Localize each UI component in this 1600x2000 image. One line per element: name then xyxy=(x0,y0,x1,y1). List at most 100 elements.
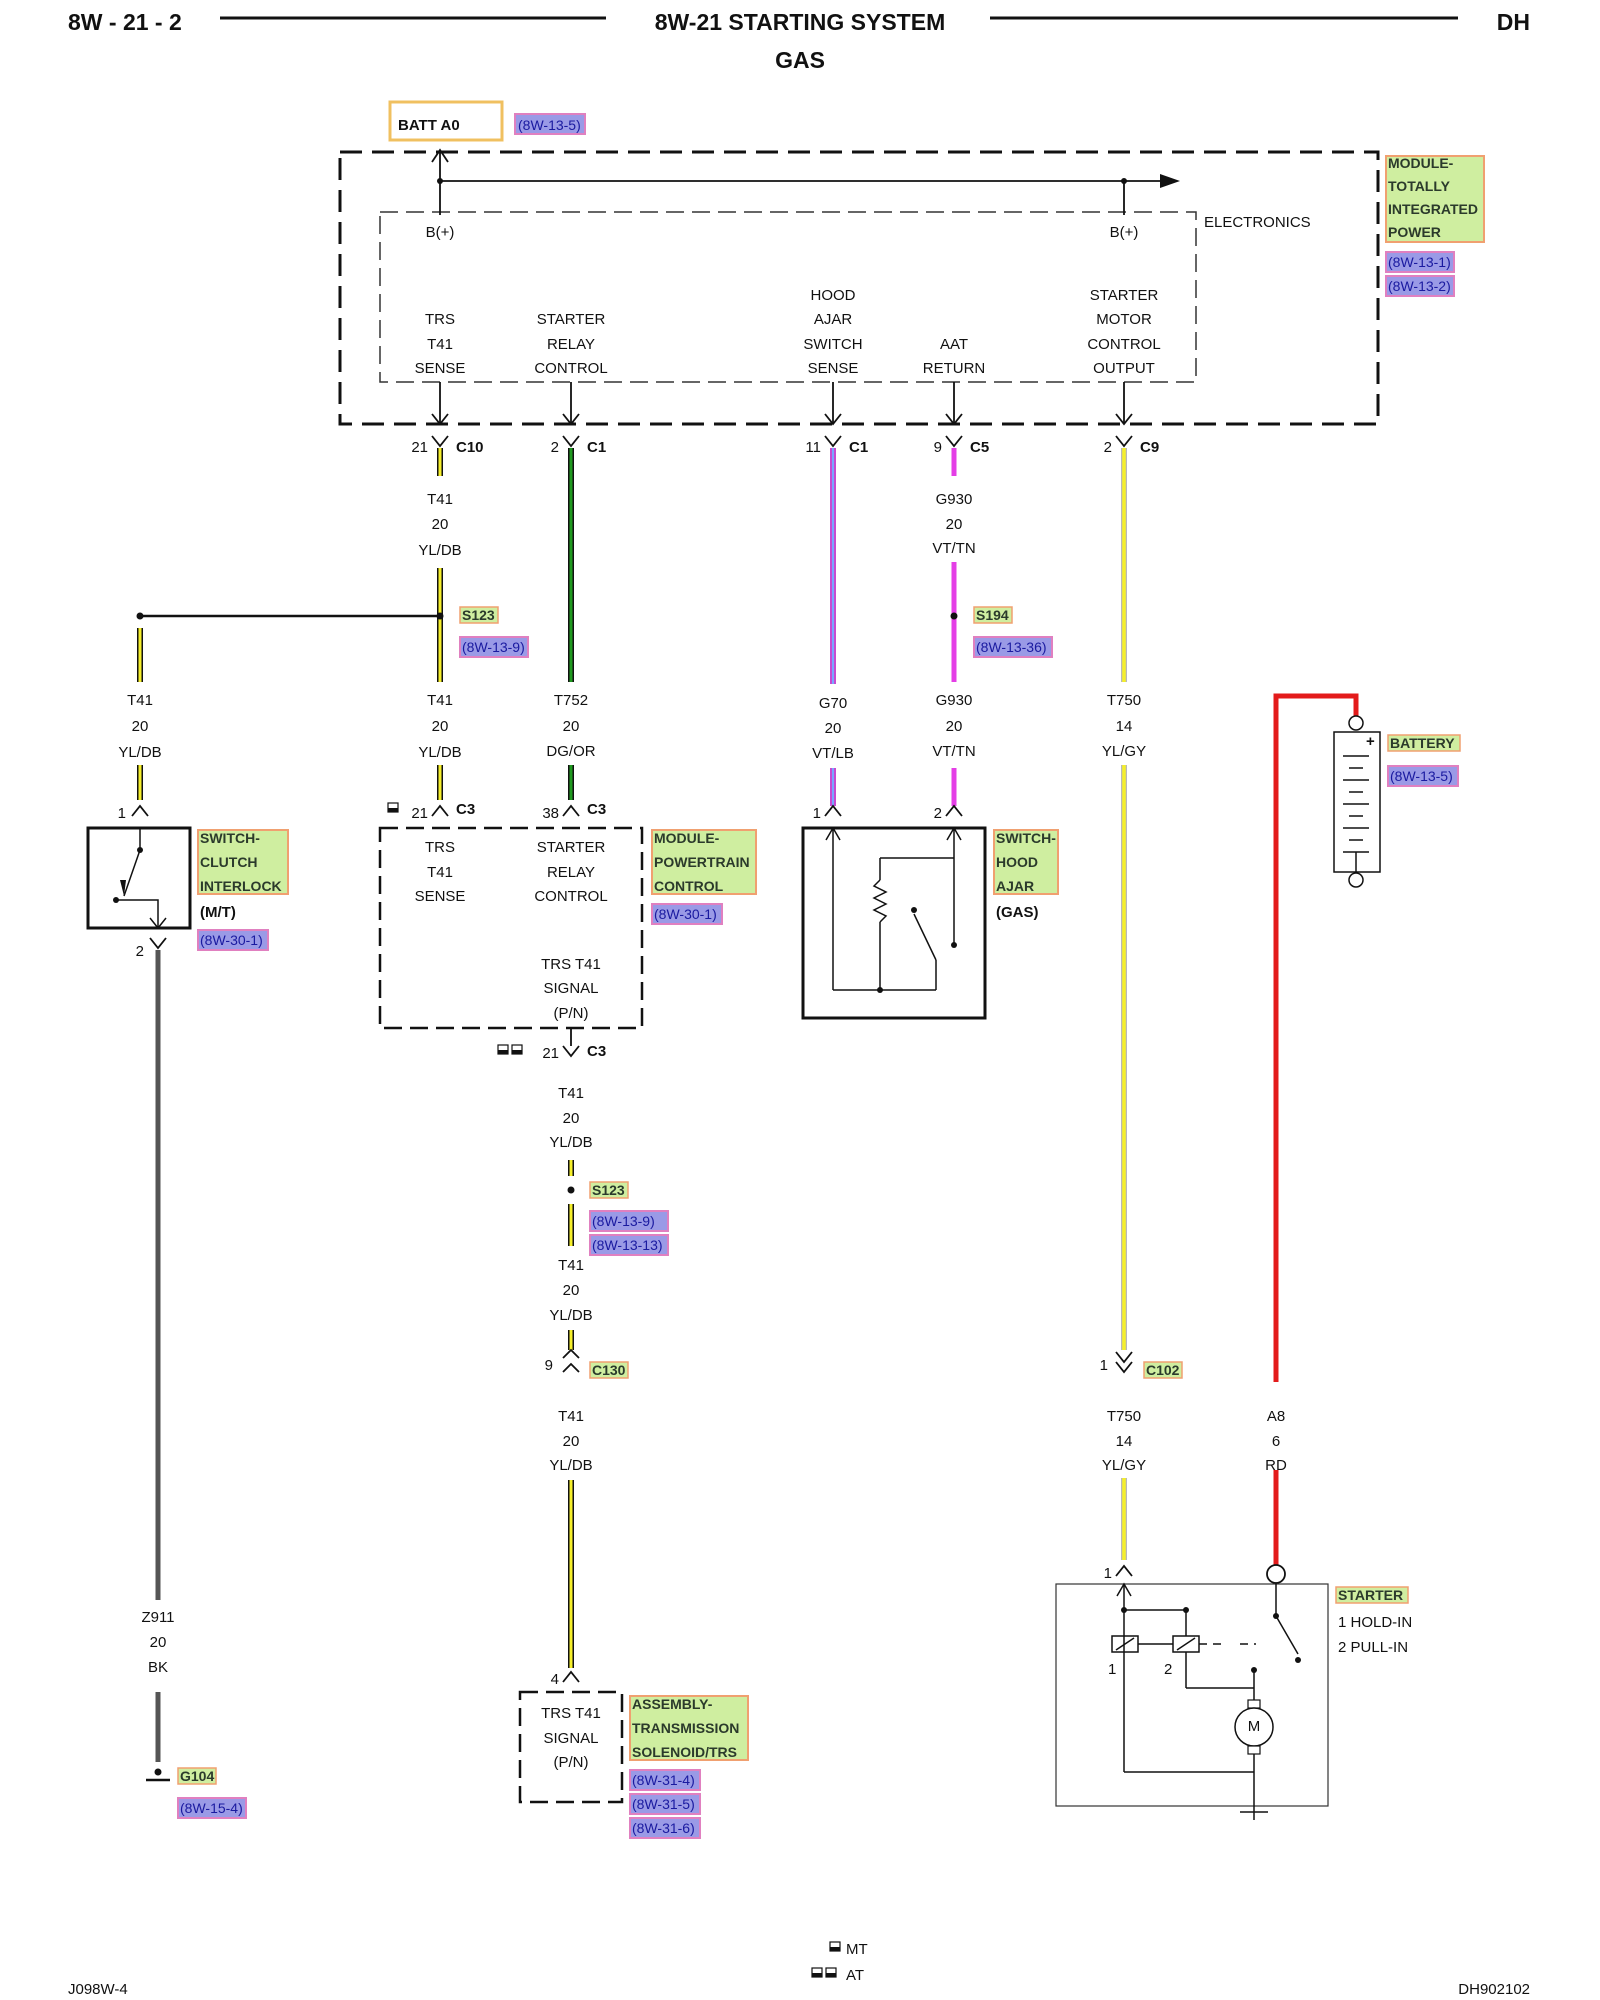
pcm-name-box xyxy=(651,829,757,895)
pcm-ref-box[interactable] xyxy=(651,903,723,925)
t41-c130-bot-gauge: 20 xyxy=(563,1433,580,1450)
pcm-out-glyph xyxy=(562,1045,580,1058)
clutch-ref-box[interactable] xyxy=(197,929,269,951)
trs-l1: TRS T41 xyxy=(541,1705,601,1722)
g70-circuit: G70 xyxy=(819,695,847,712)
pcm-out-l2: SIGNAL xyxy=(543,980,598,997)
conn-c9: C9 xyxy=(1140,439,1159,456)
battery-plus: + xyxy=(1366,733,1375,750)
footer-right-code: DH902102 xyxy=(1458,1981,1530,1998)
ground-ref-box[interactable] xyxy=(177,1797,247,1819)
tipm-ref-2-box[interactable] xyxy=(1385,275,1455,297)
tipm-name-1: MODULE- xyxy=(1388,155,1454,171)
trs-ref3[interactable]: (8W-31-6) xyxy=(632,1820,695,1836)
batt-a0-label: BATT A0 xyxy=(398,117,460,134)
a8-gauge: 6 xyxy=(1272,1433,1280,1450)
electronics-label: ELECTRONICS xyxy=(1204,214,1311,231)
pin-hood-l4: SENSE xyxy=(808,360,859,377)
clutch-switch-bot-arrow xyxy=(149,917,167,930)
s123-top-ref[interactable]: (8W-13-9) xyxy=(462,639,525,655)
pin-src-l1: STARTER xyxy=(537,311,606,328)
s194-node xyxy=(950,612,958,620)
s123-bot-node xyxy=(567,1186,575,1194)
g930-top-color: VT/TN xyxy=(932,540,975,557)
clutch-variant: (M/T) xyxy=(200,904,236,921)
bplus-left-node xyxy=(437,178,443,184)
pcm-in1-conn: C3 xyxy=(456,801,475,818)
s123-bot-ref2-box[interactable] xyxy=(589,1234,669,1256)
clutch-switch-arrow xyxy=(120,880,126,896)
s123-bot-box xyxy=(589,1181,629,1199)
t41-top-gauge: 20 xyxy=(432,516,449,533)
trs-ref2-box[interactable] xyxy=(629,1793,701,1815)
clutch-ref[interactable]: (8W-30-1) xyxy=(200,932,263,948)
t41-c130-top-color: YL/DB xyxy=(549,1307,592,1324)
t41-c130-bot-circuit: T41 xyxy=(558,1408,584,1425)
clutch-name-box xyxy=(197,829,289,895)
clutch-name-1: SWITCH- xyxy=(200,830,260,846)
ground-ref[interactable]: (8W-15-4) xyxy=(180,1800,243,1816)
battery-ref-box[interactable] xyxy=(1387,765,1459,787)
clutch-name-2: CLUTCH xyxy=(200,854,258,870)
pin-trs-l2: T41 xyxy=(427,336,453,353)
t41-c130-top-circuit: T41 xyxy=(558,1257,584,1274)
pcm-in2-l1: STARTER xyxy=(537,839,606,856)
legend-at: AT xyxy=(846,1967,864,1984)
s123-bot-ref2[interactable]: (8W-13-13) xyxy=(592,1237,663,1253)
pin-src-l3: CONTROL xyxy=(534,360,607,377)
t41-clutch-gauge: 20 xyxy=(132,718,149,735)
hood-pin1: 1 xyxy=(813,805,821,822)
t41-pcm-circuit: T41 xyxy=(427,692,453,709)
tipm-outline xyxy=(338,150,1380,426)
s123-top-ref-box[interactable] xyxy=(459,636,529,658)
starter-contact-a xyxy=(1273,1613,1279,1619)
trs-ref2[interactable]: (8W-31-5) xyxy=(632,1796,695,1812)
pcm-name-1: MODULE- xyxy=(654,830,720,846)
trs-ref1-box[interactable] xyxy=(629,1769,701,1791)
c102-box xyxy=(1143,1361,1183,1379)
c130-glyph-top xyxy=(562,1348,580,1359)
battery-ref[interactable]: (8W-13-5) xyxy=(1390,768,1453,784)
z911-gauge: 20 xyxy=(150,1634,167,1651)
tipm-ref-2[interactable]: (8W-13-2) xyxy=(1388,278,1451,294)
pcm-outline xyxy=(378,826,644,1030)
pin-aat-l1: AAT xyxy=(940,336,968,353)
tipm-ref-1[interactable]: (8W-13-1) xyxy=(1388,254,1451,270)
s194-ref[interactable]: (8W-13-36) xyxy=(976,639,1047,655)
conn-c5: C5 xyxy=(970,439,989,456)
s194-name: S194 xyxy=(976,607,1009,623)
tipm-ref-1-box[interactable] xyxy=(1385,251,1455,273)
motor-brush-top xyxy=(1247,1699,1261,1709)
starter-coil2-label: 2 xyxy=(1164,1661,1172,1678)
pcm-out-l3: (P/N) xyxy=(554,1005,589,1022)
c102-name: C102 xyxy=(1146,1362,1180,1378)
g70-color: VT/LB xyxy=(812,745,854,762)
s123-bot-ref1[interactable]: (8W-13-9) xyxy=(592,1213,655,1229)
starter-coil1-label: 1 xyxy=(1108,1661,1116,1678)
t750-top-color: YL/GY xyxy=(1102,743,1146,760)
hood-pin1-glyph xyxy=(824,804,842,817)
bplus-left-arrow xyxy=(431,148,449,163)
pcm-in1-l3: SENSE xyxy=(415,888,466,905)
trs-ref3-box[interactable] xyxy=(629,1817,701,1839)
t41-clutch-circuit: T41 xyxy=(127,692,153,709)
pcm-ref[interactable]: (8W-30-1) xyxy=(654,906,717,922)
batt-ref-box[interactable] xyxy=(514,113,586,135)
battery-cells xyxy=(1343,755,1369,873)
pcm-out-l1: TRS T41 xyxy=(541,956,601,973)
t750-bot-circuit: T750 xyxy=(1107,1408,1141,1425)
tipm-name-3: INTEGRATED xyxy=(1388,201,1478,217)
trs-pin-glyph xyxy=(562,1670,580,1683)
s194-ref-box[interactable] xyxy=(973,636,1053,658)
bplus-right-label: B(+) xyxy=(1110,224,1139,241)
trs-ref1[interactable]: (8W-31-4) xyxy=(632,1772,695,1788)
motor-brush-bot xyxy=(1247,1745,1261,1755)
batt-ref-link[interactable]: (8W-13-5) xyxy=(518,117,581,133)
pcm-out-conn: C3 xyxy=(587,1043,606,1060)
conn-c1b: C1 xyxy=(849,439,868,456)
starter-name: STARTER xyxy=(1338,1587,1403,1603)
batt-a0-box xyxy=(388,100,504,142)
s123-bot-ref1-box[interactable] xyxy=(589,1210,669,1232)
t750-top-circuit: T750 xyxy=(1107,692,1141,709)
starter-pin-glyph xyxy=(1115,1564,1133,1577)
